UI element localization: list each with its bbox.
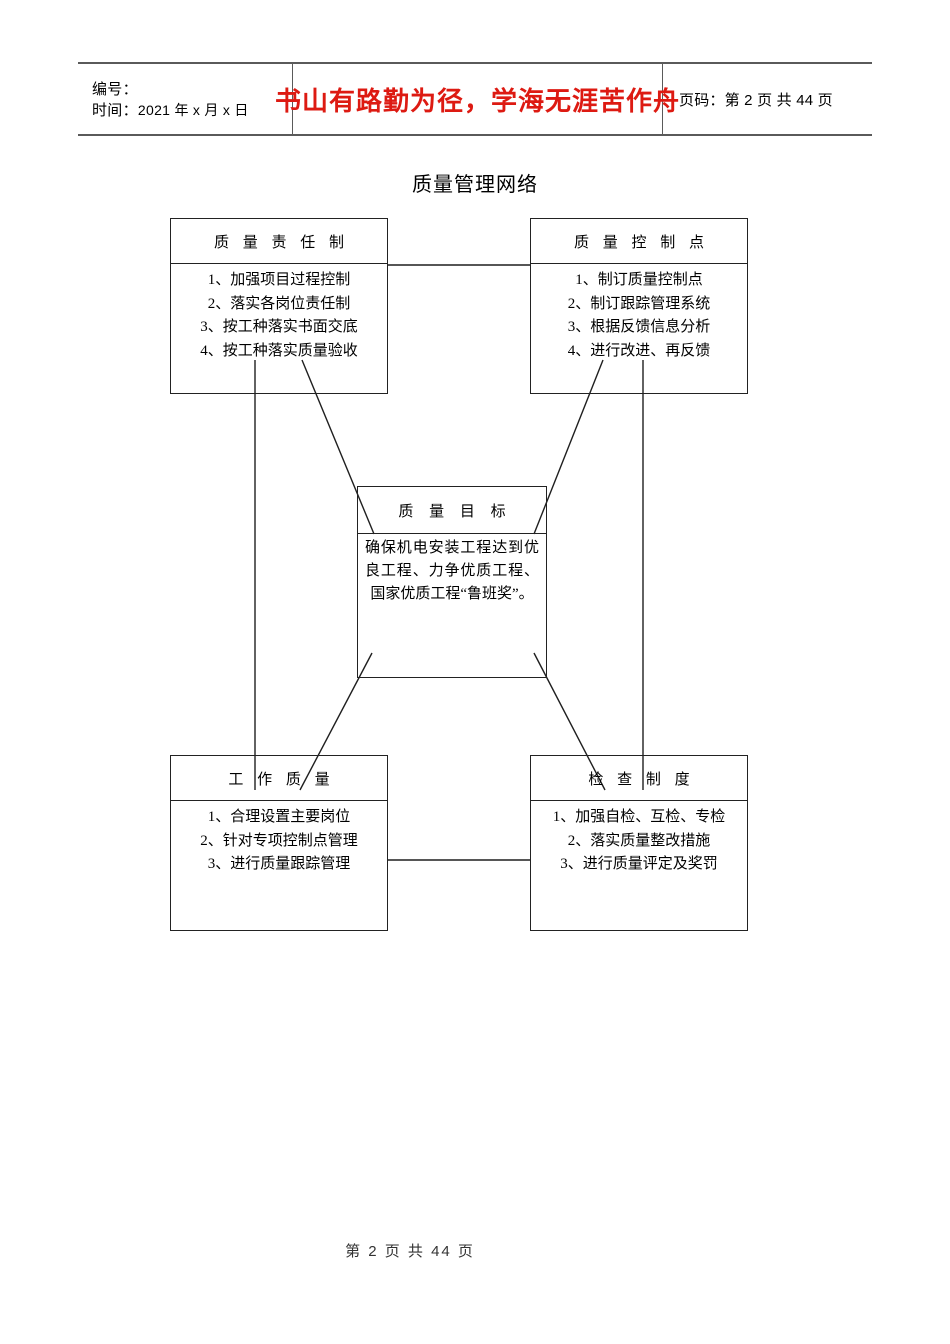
node-body-inspection-system: 1、加强自检、互检、专检 2、落实质量整改措施 3、进行质量评定及奖罚 (531, 801, 747, 877)
node-work-quality[interactable]: 工 作 质 量 1、合理设置主要岗位 2、针对专项控制点管理 3、进行质量跟踪管… (170, 755, 388, 931)
node-title-quality-goal: 质 量 目 标 (358, 487, 546, 534)
node-quality-goal[interactable]: 质 量 目 标 确保机电安装工程达到优良工程、力争优质工程、国家优质工程“鲁班奖… (357, 486, 547, 678)
node-inspection-system[interactable]: 检 查 制 度 1、加强自检、互检、专检 2、落实质量整改措施 3、进行质量评定… (530, 755, 748, 931)
header-date-label: 时间： (92, 102, 138, 119)
diagram-title: 质量管理网络 (412, 174, 538, 196)
quality-goal-text: 确保机电安装工程达到优良工程、力争优质工程、国家优质工程“鲁班奖”。 (365, 540, 539, 602)
node-body-quality-goal: 确保机电安装工程达到优良工程、力争优质工程、国家优质工程“鲁班奖”。 (358, 534, 546, 606)
header-number-label: 编号： (92, 81, 138, 98)
list-item: 3、根据反馈信息分析 (567, 319, 711, 335)
header-cell-pagination: 页码：第 2 页 共 44 页 (663, 64, 872, 134)
list-item: 4、按工种落实质量验收 (200, 342, 358, 359)
list-item: 3、按工种落实书面交底 (200, 319, 358, 335)
node-title-quality-control-point: 质 量 控 制 点 (531, 219, 747, 264)
node-quality-control-point[interactable]: 质 量 控 制 点 1、制订质量控制点 2、制订跟踪管理系统 3、根据反馈信息分… (530, 218, 748, 394)
node-title-work-quality: 工 作 质 量 (171, 756, 387, 801)
node-quality-responsibility[interactable]: 质 量 责 任 制 1、加强项目过程控制 2、落实各岗位责任制 3、按工种落实书… (170, 218, 388, 394)
list-item: 2、制订跟踪管理系统 (567, 295, 711, 312)
list-item: 2、落实各岗位责任制 (207, 295, 351, 312)
list-item: 1、制订质量控制点 (575, 272, 703, 288)
node-body-quality-control-point: 1、制订质量控制点 2、制订跟踪管理系统 3、根据反馈信息分析 4、进行改进、再… (531, 264, 747, 363)
node-body-work-quality: 1、合理设置主要岗位 2、针对专项控制点管理 3、进行质量跟踪管理 (171, 801, 387, 877)
header-page-text: 页码：第 2 页 共 44 页 (679, 91, 833, 109)
list-item: 1、加强自检、互检、专检 (552, 809, 726, 825)
list-item: 4、进行改进、再反馈 (567, 342, 711, 359)
list-item: 2、针对专项控制点管理 (200, 832, 358, 849)
node-title-inspection-system: 检 查 制 度 (531, 756, 747, 801)
node-title-quality-responsibility: 质 量 责 任 制 (171, 219, 387, 264)
list-item: 1、合理设置主要岗位 (207, 809, 351, 825)
header-date-line: 时间：2021 年 x 月 x 日 (92, 100, 292, 121)
list-item: 1、加强项目过程控制 (207, 272, 351, 288)
page-header-table: 编号： 时间：2021 年 x 月 x 日 书山有路勤为径，学海无涯苦作舟 页码… (78, 62, 872, 136)
node-body-quality-responsibility: 1、加强项目过程控制 2、落实各岗位责任制 3、按工种落实书面交底 4、按工种落… (171, 264, 387, 363)
header-cell-banner: 书山有路勤为径，学海无涯苦作舟 (275, 64, 679, 134)
list-item: 3、进行质量评定及奖罚 (560, 856, 718, 872)
list-item: 2、落实质量整改措施 (567, 832, 711, 849)
page-footer: 第 2 页 共 44 页 (345, 1243, 475, 1260)
list-item: 3、进行质量跟踪管理 (207, 856, 351, 872)
header-cell-meta: 编号： 时间：2021 年 x 月 x 日 (78, 64, 293, 134)
header-date-value: 2021 年 x 月 x 日 (137, 102, 249, 118)
header-banner-text: 书山有路勤为径，学海无涯苦作舟 (275, 86, 681, 116)
